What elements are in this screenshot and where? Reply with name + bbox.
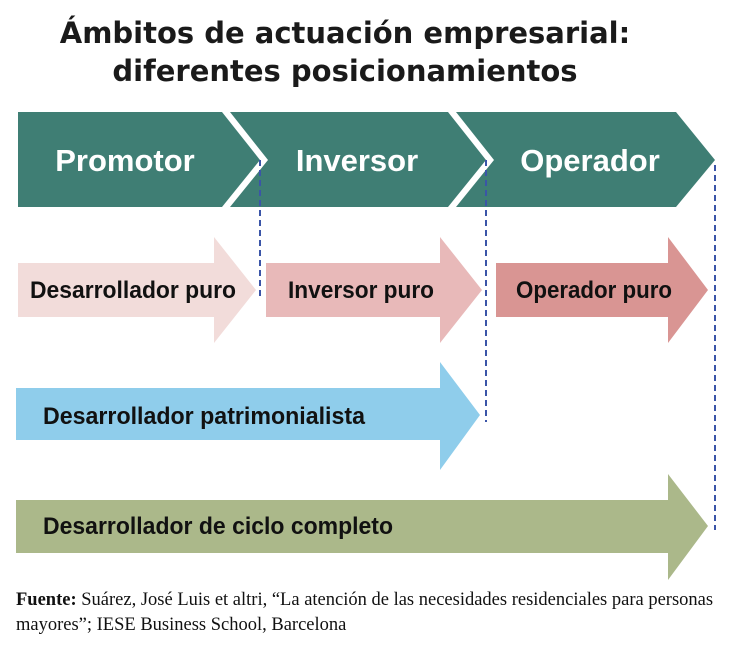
role-label-desarrollador-puro: Desarrollador puro xyxy=(30,277,236,304)
role-arrow-inversor-puro xyxy=(266,237,482,343)
role-arrow-ciclo-completo xyxy=(16,474,708,580)
stage-label-operador: Operador xyxy=(520,143,660,178)
stage-label-inversor: Inversor xyxy=(296,143,418,178)
stage-chevron-operador xyxy=(456,112,715,207)
stage-label-promotor: Promotor xyxy=(55,143,195,178)
title-line-1: Ámbitos de actuación empresarial: xyxy=(60,16,630,50)
title-line-2: diferentes posicionamientos xyxy=(112,54,577,88)
source-note: Fuente: Suárez, José Luis et altri, “La … xyxy=(16,588,731,638)
role-label-patrimonialista: Desarrollador patrimonialista xyxy=(43,403,366,430)
role-arrow-desarrollador-puro xyxy=(18,237,256,343)
stage-chevron-promotor xyxy=(18,112,260,207)
role-label-operador-puro: Operador puro xyxy=(516,277,672,304)
role-arrow-patrimonialista xyxy=(16,362,480,470)
role-arrow-operador-puro xyxy=(496,237,708,343)
role-label-inversor-puro: Inversor puro xyxy=(288,277,434,304)
role-label-ciclo-completo: Desarrollador de ciclo completo xyxy=(43,513,393,540)
source-label: Fuente: xyxy=(16,590,77,610)
stage-chevron-inversor xyxy=(230,112,486,207)
source-text: Suárez, José Luis et altri, “La atención… xyxy=(16,590,714,635)
